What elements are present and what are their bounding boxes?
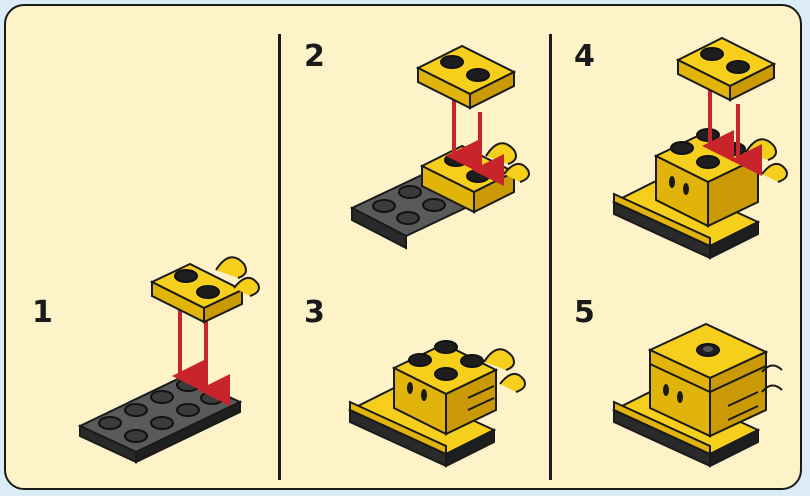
- yellow-assembly: [614, 324, 782, 466]
- yellow-assembly: [614, 129, 787, 258]
- yellow-assembly: [350, 341, 525, 466]
- black-plate: [80, 376, 240, 462]
- yellow-plate-1x2: [678, 38, 774, 100]
- instruction-panel: 1 2 3 4 5: [4, 4, 802, 490]
- yellow-clip-plate: [152, 257, 259, 322]
- build-illustrations: [6, 6, 802, 490]
- step-3-illustration: [350, 341, 525, 466]
- step-5-illustration: [614, 324, 782, 466]
- step-1-illustration: [80, 257, 259, 462]
- step-2-illustration: [352, 46, 529, 248]
- step-4-illustration: [614, 38, 787, 258]
- yellow-plate-1x2: [418, 46, 514, 108]
